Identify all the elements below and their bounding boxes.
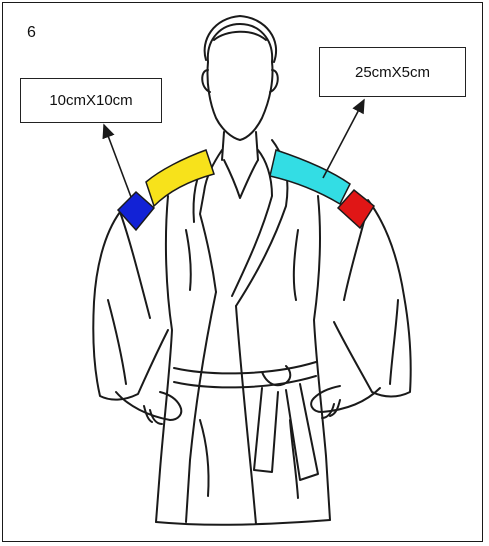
left-hand <box>116 392 181 420</box>
left-sleeve <box>93 212 168 400</box>
jacket-hem <box>156 520 330 525</box>
belt-tail-left <box>254 388 278 472</box>
right-arrow <box>323 100 364 178</box>
right-sleeve <box>334 200 411 397</box>
neck-outline <box>222 132 224 160</box>
left-arrow <box>104 125 131 197</box>
right-shoulder-strip <box>270 150 350 204</box>
torso-left <box>156 196 172 522</box>
head-outline <box>207 24 272 140</box>
belt <box>174 362 316 373</box>
torso-right <box>314 196 330 520</box>
